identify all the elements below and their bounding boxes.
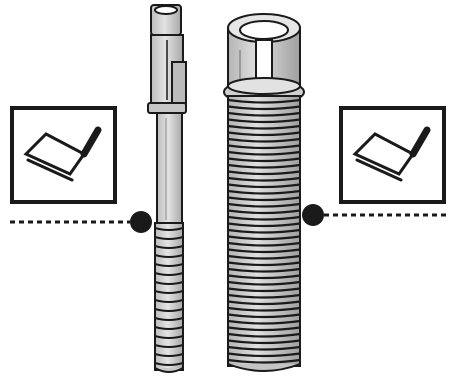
thread-ridge (154, 326, 184, 330)
thread-ridge (154, 335, 184, 339)
thread-ridge (154, 308, 184, 312)
thread-ridge (227, 248, 301, 254)
thread-ridge (154, 290, 184, 294)
thread-ridge (154, 344, 184, 348)
thread-ridge (227, 319, 301, 325)
thread-ridge (227, 105, 301, 111)
right-cut-point (302, 204, 324, 226)
thread-ridge (227, 150, 301, 156)
thread-ridge (227, 209, 301, 215)
thread-ridge (227, 293, 301, 299)
thread-ridge (227, 111, 301, 117)
hacksaw-icon (352, 126, 431, 182)
hacksaw-icon (23, 126, 102, 182)
slim-threaded-rod-icon (147, 4, 187, 373)
thread-ridge (227, 176, 301, 182)
thread-ridge (154, 362, 184, 366)
thread-ridge (154, 245, 184, 249)
thread-ridge (154, 263, 184, 267)
thread-ridge (227, 202, 301, 208)
thread-ridge (154, 254, 184, 258)
thread-ridge (227, 339, 301, 345)
thread-ridge (227, 170, 301, 176)
thread-ridge (154, 281, 184, 285)
thread-ridge (227, 157, 301, 163)
thread-ridge (227, 137, 301, 143)
thread-ridge (227, 98, 301, 104)
thread-ridge (227, 274, 301, 280)
thread-ridge (227, 280, 301, 286)
thread-ridge (227, 163, 301, 169)
thread-ridge (227, 215, 301, 221)
thread-ridge (227, 235, 301, 241)
thread-ridge (154, 272, 184, 276)
thread-ridge (154, 353, 184, 357)
thread-ridge (154, 227, 184, 231)
thread-ridge (227, 144, 301, 150)
left-cut-point (130, 211, 152, 233)
thread-ridge (227, 222, 301, 228)
thread-ridge (227, 254, 301, 260)
threaded-sleeve-icon (223, 13, 305, 372)
thread-ridge (227, 118, 301, 124)
thread-ridge (227, 300, 301, 306)
thread-ridge (227, 261, 301, 267)
thread-ridge (154, 317, 184, 321)
thread-ridge (227, 313, 301, 319)
thread-ridge (227, 241, 301, 247)
thread-ridge (227, 345, 301, 351)
thread-ridge (227, 124, 301, 130)
thread-ridge (227, 267, 301, 273)
thread-ridge (227, 358, 301, 364)
thread-ridge (227, 189, 301, 195)
thread-ridge (227, 228, 301, 234)
thread-ridge (227, 332, 301, 338)
left-cut-marker (10, 106, 152, 233)
thread-ridge (154, 236, 184, 240)
thread-ridge (227, 183, 301, 189)
thread-ridge (154, 299, 184, 303)
thread-ridge (227, 287, 301, 293)
thread-ridge (227, 196, 301, 202)
thread-ridge (227, 306, 301, 312)
thread-ridge (227, 131, 301, 137)
right-cut-marker (302, 106, 446, 226)
thread-ridge (227, 352, 301, 358)
thread-ridge (227, 326, 301, 332)
